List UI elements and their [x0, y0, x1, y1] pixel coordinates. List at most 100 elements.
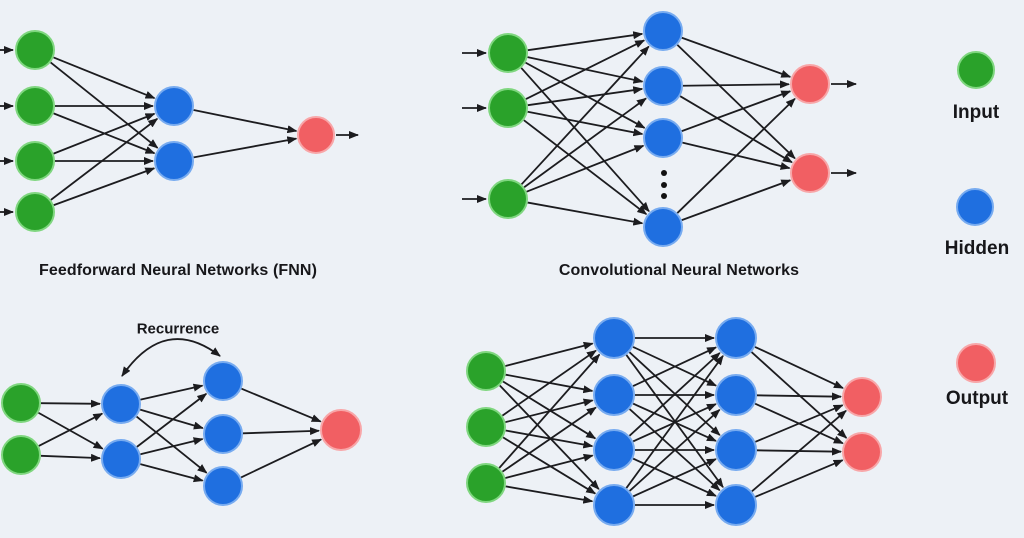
input-node	[1, 383, 41, 423]
legend-output-swatch	[956, 343, 996, 383]
connection-arrow	[499, 384, 600, 490]
legend-input-swatch	[957, 51, 995, 89]
connection-arrow	[525, 39, 646, 100]
connection-arrow	[240, 438, 323, 479]
connection-arrow	[136, 415, 208, 474]
ellipsis-dot	[661, 182, 667, 188]
cnn-network	[462, 11, 857, 247]
connection-arrow	[527, 86, 644, 107]
input-node	[1, 435, 41, 475]
hidden-node	[715, 374, 757, 416]
connection-arrow	[679, 95, 793, 164]
connection-arrow	[53, 56, 156, 99]
input-node	[15, 30, 55, 70]
hidden-node	[643, 207, 683, 247]
connection-arrow	[751, 409, 847, 493]
deep-network	[466, 317, 882, 526]
connection-arrow	[53, 167, 156, 206]
connection-arrow	[681, 36, 792, 78]
connection-arrow	[193, 109, 298, 134]
connection-arrow	[242, 427, 321, 436]
connection-arrow	[755, 459, 844, 498]
connection-arrow	[501, 406, 597, 473]
connection-arrow	[756, 392, 843, 401]
connection-arrow	[502, 436, 597, 495]
connection-arrow	[505, 485, 594, 504]
hidden-node	[101, 439, 141, 479]
hidden-node	[593, 317, 635, 359]
hidden-node	[715, 429, 757, 471]
input-node	[466, 351, 506, 391]
hidden-node	[203, 414, 243, 454]
hidden-node	[101, 384, 141, 424]
output-node	[790, 153, 830, 193]
input-node	[488, 88, 528, 128]
connection-arrow	[754, 346, 844, 389]
connection-arrow	[681, 179, 792, 221]
hidden-node	[643, 66, 683, 106]
hidden-node	[715, 484, 757, 526]
fnn-title: Feedforward Neural Networks (FNN)	[38, 262, 318, 279]
output-node	[842, 377, 882, 417]
hidden-node	[593, 429, 635, 471]
connection-arrow	[193, 136, 298, 159]
recurrent-network	[1, 338, 362, 506]
connection-arrow	[523, 97, 647, 188]
connection-arrow	[527, 110, 644, 137]
input-node	[15, 141, 55, 181]
connection-arrow	[40, 399, 102, 408]
connection-arrow	[505, 429, 594, 449]
legend	[956, 51, 996, 383]
connection-arrow	[38, 412, 104, 447]
connection-arrow	[53, 112, 156, 155]
input-node	[15, 86, 55, 126]
input-node	[466, 463, 506, 503]
connection-arrow	[136, 393, 208, 448]
output-node	[320, 409, 362, 451]
hidden-node	[593, 484, 635, 526]
connection-arrow	[498, 353, 601, 469]
hidden-node	[154, 86, 194, 126]
connection-arrow	[40, 453, 102, 462]
hidden-node	[715, 317, 757, 359]
connection-arrow	[625, 354, 724, 489]
hidden-node	[154, 141, 194, 181]
connection-arrow	[520, 67, 650, 213]
legend-label-input: Input	[952, 102, 1000, 123]
connection-arrow	[140, 437, 204, 456]
recurrence-label: Recurrence	[136, 320, 220, 338]
ellipsis-dot	[661, 193, 667, 199]
connection-arrow	[502, 380, 597, 440]
hidden-node	[593, 374, 635, 416]
input-node	[15, 192, 55, 232]
connection-arrow	[755, 404, 844, 443]
hidden-node	[203, 361, 243, 401]
connection-arrow	[628, 352, 721, 437]
connection-arrow	[523, 119, 648, 215]
connection-arrow	[38, 411, 104, 450]
connection-arrow	[527, 31, 644, 52]
connection-arrow	[140, 463, 204, 483]
legend-label-hidden: Hidden	[944, 238, 1010, 259]
hidden-node	[203, 466, 243, 506]
connection-arrow	[526, 144, 645, 193]
legend-label-output: Output	[945, 388, 1009, 409]
legend-hidden-swatch	[956, 188, 994, 226]
connection-arrow	[520, 45, 650, 185]
connection-arrow	[681, 90, 792, 132]
connection-arrow	[676, 97, 796, 214]
connection-arrow	[505, 453, 594, 479]
connection-arrow	[139, 408, 204, 430]
connection-arrow	[628, 409, 721, 492]
connection-arrow	[632, 346, 717, 387]
connection-arrow	[632, 458, 717, 498]
input-node	[488, 33, 528, 73]
connection-arrow	[501, 349, 597, 417]
input-node	[488, 179, 528, 219]
input-node	[466, 407, 506, 447]
cnn-title: Convolutional Neural Networks	[558, 262, 800, 279]
hidden-node	[643, 118, 683, 158]
hidden-node	[643, 11, 683, 51]
